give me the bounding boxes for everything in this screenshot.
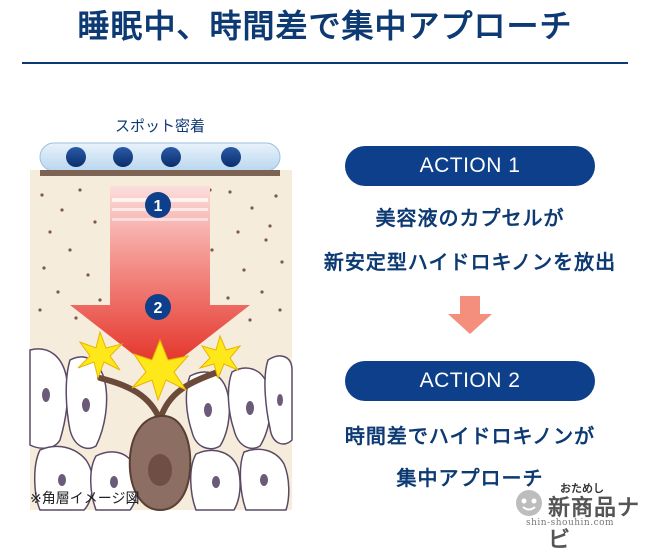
cell-nuclei — [42, 388, 283, 488]
title-underline — [22, 62, 628, 64]
step-badge-1-text: 1 — [154, 198, 163, 215]
action-1-pill: ACTION 1 — [345, 146, 595, 186]
arrow-stripe-3 — [112, 218, 208, 221]
skin-diagram: 1 2 — [29, 142, 492, 512]
site-logo: おためし 新商品ナビ shin-shouhin.com — [510, 480, 645, 553]
diagram-note: ※角層イメージ図 — [30, 491, 140, 507]
melanocyte — [97, 369, 221, 423]
action-1-line-1: 美容液のカプセルが — [375, 206, 565, 230]
action-1-line-2: 新安定型ハイドロキノンを放出 — [323, 250, 617, 274]
capsules — [66, 147, 241, 167]
down-arrow — [448, 296, 492, 334]
patch-base — [40, 170, 280, 176]
step-badge-1 — [145, 192, 171, 218]
page-title: 睡眠中、時間差で集中アプローチ — [77, 7, 573, 45]
patch-label: スポット密着 — [114, 117, 205, 135]
action-2-line-2: 集中アプローチ — [396, 466, 544, 490]
starburst-effects — [77, 330, 242, 402]
action-2-pill: ACTION 2 — [345, 361, 595, 401]
melanocyte-nucleus — [148, 454, 172, 486]
logo-badge-icon — [516, 490, 542, 516]
logo-small-text: おためし — [560, 482, 604, 495]
logo-url: shin-shouhin.com — [526, 518, 615, 528]
action-2-line-1: 時間差でハイドロキノンが — [344, 424, 596, 448]
step-badge-2 — [145, 294, 171, 320]
penetration-arrow — [70, 186, 250, 375]
step-badge-2-text: 2 — [154, 300, 163, 317]
